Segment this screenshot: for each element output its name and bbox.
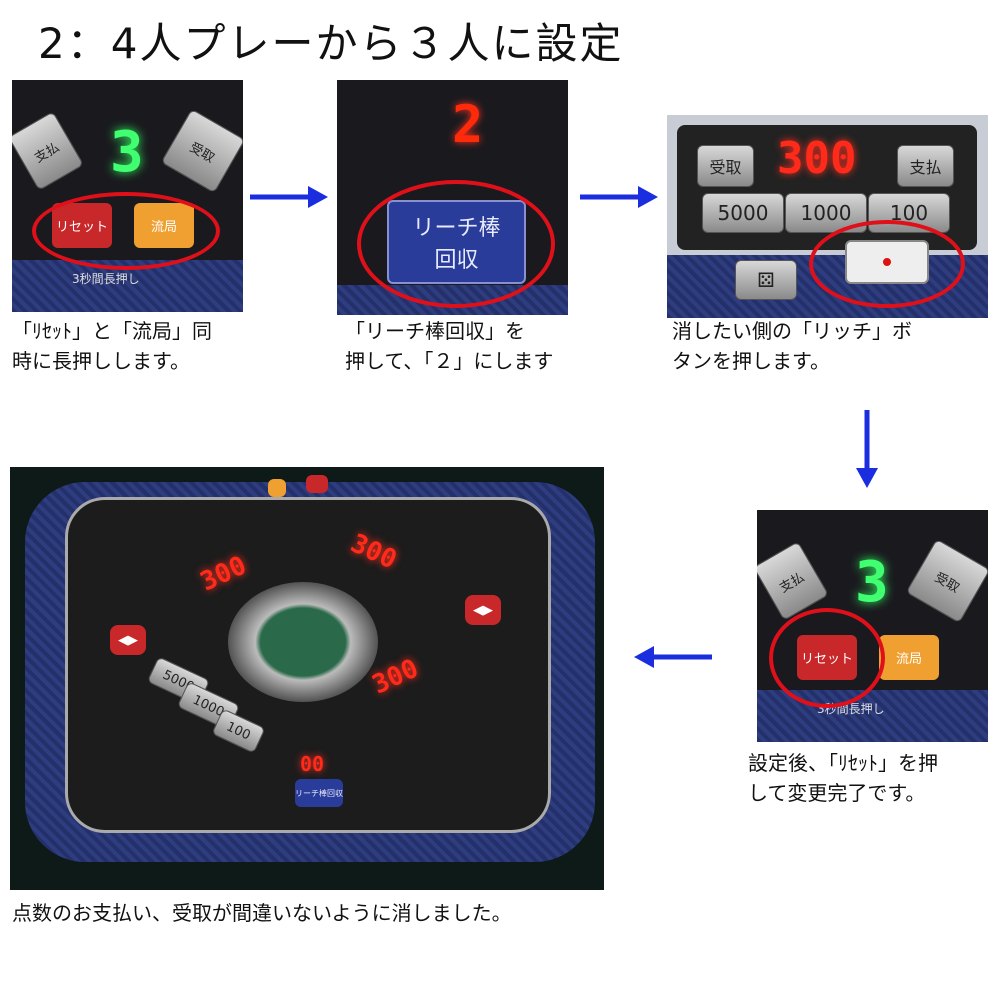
caption-line: して変更完了です。	[748, 781, 926, 805]
right-arrow-button: ◀▶	[465, 595, 501, 625]
riichi-collect-button: リーチ棒回収	[295, 779, 343, 807]
caption-line: 時に長押しします。	[12, 349, 190, 373]
highlight-circle	[769, 608, 885, 708]
receive-button: 受取	[697, 145, 754, 187]
dice-bowl	[228, 582, 378, 702]
reset-button	[306, 475, 328, 493]
led-display: 3	[110, 120, 144, 185]
step4-photo: 支払 受取 3 リセット 流局 3秒間長押し	[757, 510, 988, 742]
step5-caption: 点数のお支払い、受取が間違いないように消しました。	[12, 901, 512, 925]
step2-caption: 「リーチ棒回収」を 押して、「２」にします	[345, 316, 553, 376]
page-title: 2：4人プレーから３人に設定	[38, 19, 624, 68]
ryukyoku-button	[268, 479, 286, 497]
step3-photo: 受取 300 支払 5000 1000 100 ⚄	[667, 115, 988, 318]
caption-line: 押して、「２」にします	[345, 349, 554, 373]
led-display: 00	[300, 752, 325, 776]
hold-label: 3秒間長押し	[72, 272, 140, 286]
step1-photo: 支払 受取 3 リセット 流局 3秒間長押し	[12, 80, 243, 312]
left-arrow-button: ◀▶	[110, 625, 146, 655]
step4-caption: 設定後、「ﾘｾｯﾄ」を押 して変更完了です。	[748, 748, 938, 808]
led-display: 2	[452, 95, 484, 155]
step3-caption: 消したい側の「リッチ」ボ タンを押します。	[672, 316, 912, 376]
5000-button: 5000	[702, 193, 784, 233]
arrow-left-icon	[634, 646, 712, 668]
led-display: 300	[777, 133, 857, 184]
receive-button: 受取	[905, 538, 988, 624]
led-display: 3	[855, 550, 889, 615]
highlight-circle	[809, 220, 965, 308]
step5-photo: 300 300 300 00 5000 1000 100 リーチ棒回収 ◀▶ ◀…	[10, 467, 604, 890]
caption-line: タンを押します。	[672, 349, 830, 373]
step1-caption: 「ﾘｾｯﾄ」と「流局」同 時に長押しします。	[12, 316, 212, 376]
step2-photo: 2 リーチ棒 回収	[337, 80, 568, 315]
caption-line: 消したい側の「リッチ」ボ	[672, 319, 912, 343]
caption-line: 設定後、「ﾘｾｯﾄ」を押	[748, 751, 938, 775]
highlight-circle	[32, 192, 220, 270]
dice-icon: ⚄	[735, 260, 797, 300]
highlight-circle	[357, 180, 555, 308]
caption-line: 「リーチ棒回収」を	[345, 319, 525, 343]
arrow-right-icon	[580, 186, 658, 208]
arrow-down-icon	[856, 410, 878, 488]
pay-button: 支払	[897, 145, 954, 187]
arrow-right-icon	[250, 186, 328, 208]
caption-line: 「ﾘｾｯﾄ」と「流局」同	[12, 319, 212, 343]
pay-button: 支払	[12, 111, 85, 191]
receive-button: 受取	[160, 108, 243, 194]
ryukyoku-button: 流局	[879, 635, 939, 680]
